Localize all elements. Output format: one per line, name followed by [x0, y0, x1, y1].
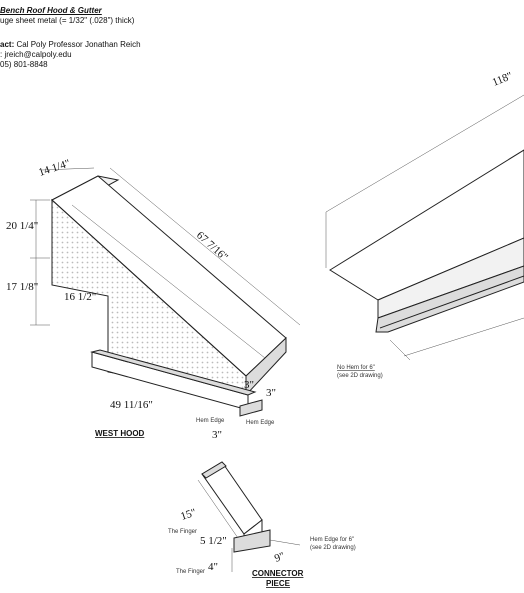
gutter-note-line1: No Hem for 6": [337, 365, 375, 371]
label-hem-edge-1: Hem Edge: [196, 418, 225, 424]
caption-connector-2: PIECE: [266, 579, 291, 588]
gutter-top-panel: [329, 149, 524, 301]
dim-connector-5: 5 1/2": [200, 535, 227, 547]
connector-hem-line2: (see 2D drawing): [310, 545, 356, 551]
dim-bottom: 3": [212, 429, 222, 441]
dim-gutter-length: 118": [491, 70, 515, 89]
label-finger-1: The Finger: [168, 529, 197, 535]
caption-connector-1: CONNECTOR: [252, 569, 304, 578]
dim-connector-9: 9": [273, 550, 287, 565]
contact-email: : jreich@calpoly.edu: [0, 50, 72, 59]
gutter-channel: [375, 265, 524, 333]
label-hem-edge-2: Hem Edge: [246, 420, 275, 426]
connector-drawing: 15" 5 1/2" 4" 9" The Finger The Finger H…: [168, 461, 356, 588]
gutter-front-lip: [377, 237, 524, 319]
dim-base-length: 49 11/16": [110, 399, 153, 411]
connector-hem-line1: Hem Edge for 6": [310, 537, 354, 543]
material-spec: uge sheet metal (= 1/32" (.028") thick): [0, 16, 135, 25]
dim-connector-4: 4": [208, 561, 218, 573]
dim-right-a: 3": [244, 379, 254, 391]
hood-hem-edge: [239, 399, 263, 417]
gutter-drawing: 118" No Hem for 6" (see 2D drawing): [325, 70, 524, 379]
west-hood-drawing: 14 1/4" 20 1/4" 17 1/8" 16 1/2" 67 7/16"…: [6, 157, 301, 441]
gutter-note-line2: (see 2D drawing): [337, 373, 383, 379]
dim-connector-15: 15": [179, 507, 197, 523]
dim-left-lower: 17 1/8": [6, 281, 38, 293]
dim-top-width: 14 1/4": [37, 157, 71, 178]
header-block: Bench Roof Hood & Gutter uge sheet metal…: [0, 6, 141, 70]
dim-slope-length: 67 7/16": [194, 229, 230, 263]
connector-base: [233, 529, 271, 553]
dim-left-upper: 20 1/4": [6, 220, 38, 232]
dim-right-b: 3": [266, 387, 276, 399]
hood-end-face: [245, 336, 287, 397]
contact-phone: 05) 801-8848: [0, 60, 48, 69]
dim-step: 16 1/2": [64, 291, 96, 303]
caption-west-hood: WEST HOOD: [95, 429, 145, 438]
drawing-title: Bench Roof Hood & Gutter: [0, 6, 102, 15]
contact-line: act: Cal Poly Professor Jonathan Reich: [0, 40, 141, 49]
label-finger-2: The Finger: [176, 569, 205, 575]
